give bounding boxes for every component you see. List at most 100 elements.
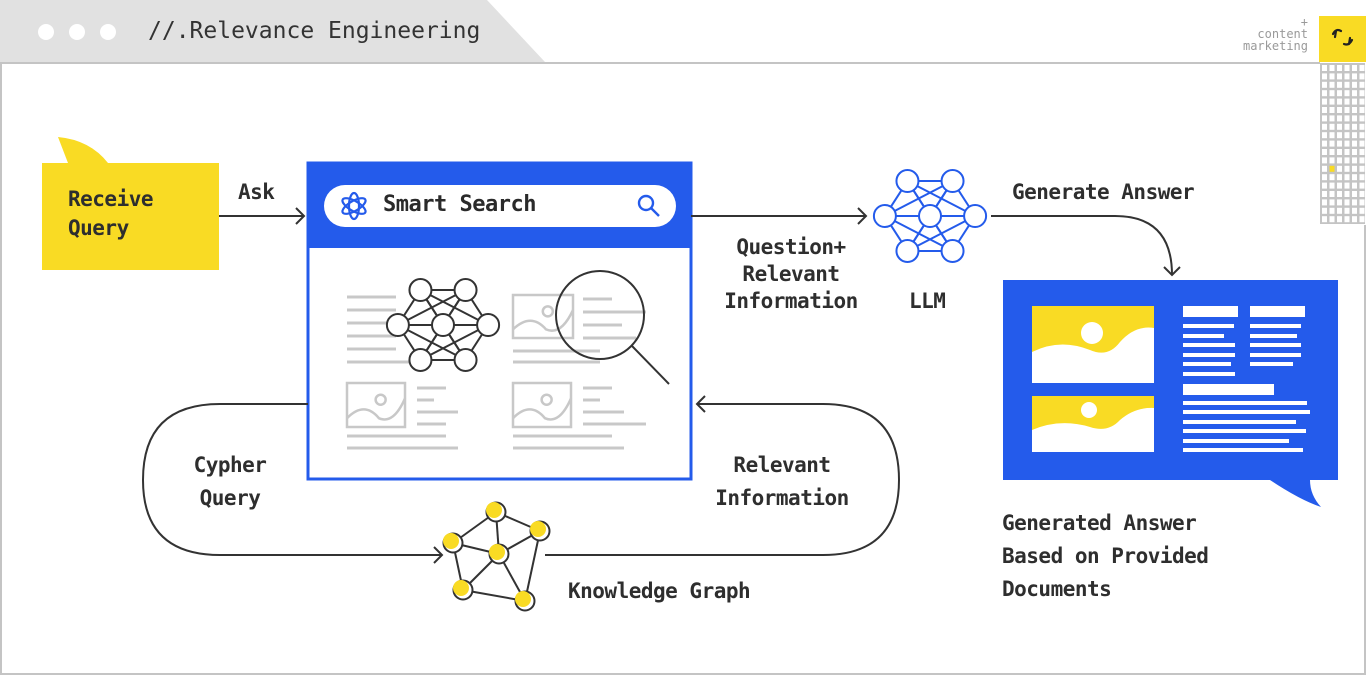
question-info-line2: Relevant: [742, 262, 840, 286]
grid-cell: [1329, 165, 1335, 172]
grid-cell: [1337, 174, 1342, 181]
grid-cell: [1344, 165, 1350, 172]
grid-cell: [1337, 216, 1342, 223]
grid-cell: [1344, 207, 1350, 214]
grid-cell: [1322, 174, 1327, 181]
search-icon[interactable]: [637, 194, 660, 217]
answer-line: [1250, 343, 1301, 347]
grid-cell: [1329, 81, 1335, 88]
grid-cell: [1352, 81, 1357, 88]
grid-cell: [1359, 157, 1365, 164]
window-title: //.Relevance Engineering: [148, 18, 481, 44]
placeholder-wave: [512, 309, 575, 332]
nn-node: [895, 238, 920, 263]
nn-edge: [884, 180, 954, 217]
grid-cell: [1329, 140, 1335, 147]
grid-cell: [1359, 81, 1365, 88]
grid-cell: [1344, 98, 1350, 105]
grid-cell: [1322, 207, 1327, 214]
grid-cell: [1344, 216, 1350, 223]
relevant-info-line1: Relevant: [733, 453, 831, 477]
grid-cell: [1322, 115, 1327, 122]
grid-cell: [1322, 90, 1327, 97]
grid-cell: [1337, 140, 1342, 147]
llm-label: LLM: [909, 289, 946, 313]
grid-cell: [1344, 191, 1350, 197]
answer-line: [1183, 372, 1235, 376]
grid-cell: [1322, 140, 1327, 147]
answer-bubble-tail: [1270, 480, 1321, 507]
brand-line1: content: [1257, 27, 1308, 41]
placeholder-image: [345, 381, 407, 429]
answer-line: [1183, 324, 1234, 328]
grid-cell: [1359, 140, 1365, 147]
answer-line: [1183, 410, 1310, 414]
grid-cell: [1337, 199, 1342, 206]
grid-cell: [1344, 123, 1350, 130]
grid-cell: [1352, 191, 1357, 197]
brand-line2: marketing: [1242, 39, 1308, 53]
grid-cell: [1359, 107, 1365, 113]
nn-node: [408, 278, 433, 303]
nn-node: [940, 169, 965, 194]
decorative-grid: [1320, 63, 1365, 224]
arrow-generate-answer: [991, 215, 1181, 277]
grid-cell: [1329, 207, 1335, 214]
generated-answer-line1: Generated Answer: [1002, 511, 1197, 535]
nn-node: [963, 204, 988, 228]
question-info-line3: Information: [724, 289, 858, 313]
window-dot-2[interactable]: [69, 24, 85, 40]
window-frame: [0, 62, 1366, 675]
grid-cell: [1337, 132, 1342, 139]
cypher-query-line1: Cypher: [193, 453, 267, 477]
nn-node: [453, 278, 478, 303]
kg-node-fill: [443, 533, 459, 549]
smart-search-bar[interactable]: [324, 185, 676, 227]
grid-cell: [1322, 81, 1327, 88]
nn-edge: [906, 215, 976, 252]
grid-cell: [1337, 191, 1342, 197]
window-dot-3[interactable]: [100, 24, 116, 40]
grid-cell: [1359, 132, 1365, 139]
placeholder-wave: [512, 397, 573, 421]
grid-cell: [1329, 191, 1335, 197]
cypher-query-path: [141, 403, 441, 556]
kg-node-fill: [530, 521, 546, 537]
grid-cell: [1337, 123, 1342, 130]
receive-query-bubble: [42, 137, 219, 270]
grid-cell: [1337, 90, 1342, 97]
grid-cell: [1329, 199, 1335, 206]
grid-cell: [1329, 216, 1335, 223]
grid-cell: [1344, 132, 1350, 139]
title-tab: [0, 0, 545, 62]
answer-line: [1250, 306, 1305, 317]
grid-cell: [1344, 149, 1350, 155]
brand-plus: +: [1300, 15, 1308, 29]
answer-line: [1250, 324, 1301, 328]
grid-cell: [1337, 149, 1342, 155]
brand-text: + content marketing: [1243, 16, 1308, 52]
grid-cell: [1329, 132, 1335, 139]
kg-edge: [524, 530, 541, 602]
grid-cell: [1322, 216, 1327, 223]
placeholder-sun: [541, 305, 555, 318]
answer-line: [1183, 306, 1238, 317]
grid-cell: [1344, 90, 1350, 97]
grid-cell: [1352, 115, 1357, 122]
grid-cell: [1352, 149, 1357, 155]
grid-cell: [1344, 73, 1350, 80]
nn-edge: [419, 324, 489, 361]
knowledge-graph-label: Knowledge Graph: [568, 579, 751, 603]
kg-node-fill: [486, 502, 502, 518]
smart-search-label: Smart Search: [383, 192, 536, 217]
window-dot-1[interactable]: [38, 24, 54, 40]
smart-search-window: [306, 161, 693, 481]
receive-query-line1: Receive: [68, 187, 154, 211]
grid-cell: [1322, 182, 1327, 189]
openai-logo-icon: [341, 191, 367, 221]
grid-cell: [1352, 140, 1357, 147]
grid-cell: [1359, 149, 1365, 155]
generate-answer-label: Generate Answer: [1012, 180, 1195, 204]
